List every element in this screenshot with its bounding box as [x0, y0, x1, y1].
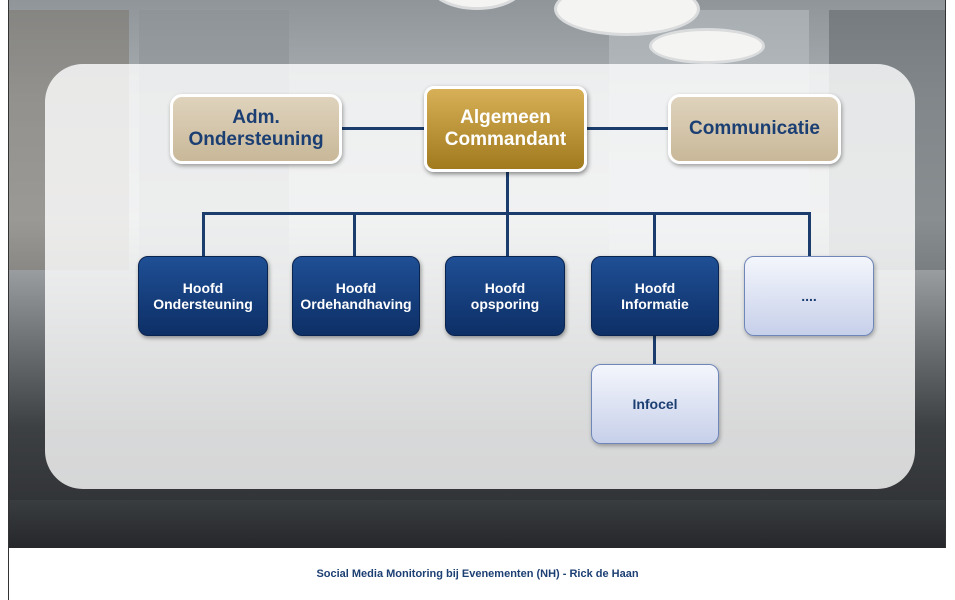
- connector-drop-1: [202, 212, 205, 256]
- connector-drop-5: [808, 212, 811, 256]
- ceiling-lamp: [429, 0, 525, 10]
- commandant-line2: Commandant: [444, 129, 567, 150]
- head-3-line1: Hoofd: [484, 279, 526, 296]
- adm-ondersteuning-box[interactable]: Adm.Ondersteuning: [170, 94, 342, 164]
- head-4-line2: Informatie: [621, 296, 689, 312]
- placeholder-label: ....: [801, 287, 817, 304]
- commandant-line1: Algemeen: [460, 107, 551, 129]
- adm-line2: Ondersteuning: [188, 129, 324, 150]
- head-1-line2: Ondersteuning: [153, 296, 253, 312]
- slide-footer: Social Media Monitoring bij Evenementen …: [316, 568, 639, 580]
- slide-border-left: [8, 0, 9, 600]
- head-3-line2: opsporing: [470, 296, 540, 312]
- connector-drop-2: [353, 212, 356, 256]
- connector-to-infocel: [653, 336, 656, 364]
- head-1-line1: Hoofd: [182, 279, 224, 296]
- connector-drop-4: [653, 212, 656, 256]
- slide-border-right: [945, 0, 946, 548]
- head-2-line1: Hoofd: [335, 279, 377, 296]
- communicatie-label: Communicatie: [689, 118, 820, 140]
- connector-top-vertical: [506, 170, 509, 214]
- head-2-line2: Ordehandhaving: [300, 296, 412, 312]
- head-4-line1: Hoofd: [634, 279, 676, 296]
- ceiling-lamp: [649, 28, 765, 64]
- infocel-label: Infocel: [632, 395, 678, 412]
- placeholder-box[interactable]: ....: [744, 256, 874, 336]
- connector-drop-3: [506, 212, 509, 256]
- communicatie-box[interactable]: Communicatie: [668, 94, 841, 164]
- adm-line1: Adm.: [232, 107, 280, 129]
- infocel-box[interactable]: Infocel: [591, 364, 719, 444]
